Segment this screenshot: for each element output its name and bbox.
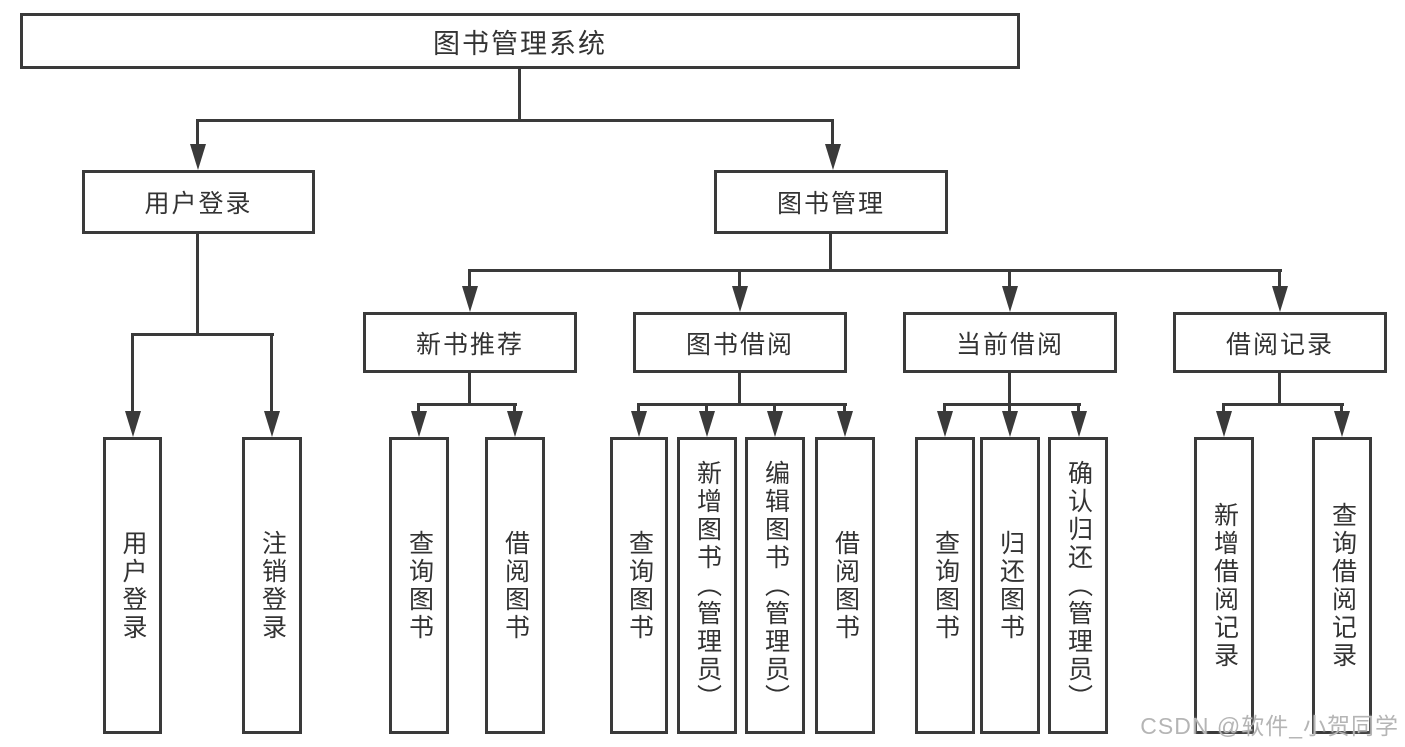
- connector-book-mgmt-trunk: [829, 234, 832, 272]
- connector-drop-new-books: [468, 269, 471, 289]
- node-borrow-books-1: 借阅图书: [485, 437, 545, 734]
- arrow-borrowing: [732, 286, 748, 312]
- connector-drop-return: [1008, 403, 1011, 413]
- connector-drop-query-1: [417, 403, 420, 413]
- connector-drop-borrow-1: [513, 403, 516, 413]
- node-new-book-recommend: 新书推荐: [363, 312, 577, 373]
- connector-drop-confirm-return: [1077, 403, 1080, 413]
- node-borrow-records: 借阅记录: [1173, 312, 1387, 373]
- connector-current-trunk: [1008, 373, 1011, 405]
- watermark-text: CSDN @软件_小贺同学: [1140, 713, 1399, 739]
- arrow-current: [1002, 286, 1018, 312]
- connector-drop-query-record: [1340, 403, 1343, 413]
- connector-records-rail: [1222, 403, 1344, 406]
- connector-drop-borrowing: [738, 269, 741, 289]
- connector-l3-rail: [468, 269, 1282, 272]
- node-borrow-books-2: 借阅图书: [815, 437, 875, 734]
- node-book-borrow: 图书借阅: [633, 312, 847, 373]
- node-add-borrow-record: 新增借阅记录: [1194, 437, 1254, 734]
- node-query-borrow-record: 查询借阅记录: [1312, 437, 1372, 734]
- connector-drop-query-2: [637, 403, 640, 413]
- connector-l2-rail: [196, 119, 834, 122]
- node-login: 用户登录: [103, 437, 162, 734]
- connector-new-books-trunk: [468, 373, 471, 405]
- connector-drop-login: [131, 333, 134, 413]
- arrow-borrow-2: [837, 411, 853, 437]
- arrow-edit-book: [767, 411, 783, 437]
- arrow-new-books: [462, 286, 478, 312]
- node-query-books-1: 查询图书: [389, 437, 449, 734]
- arrow-query-record: [1334, 411, 1350, 437]
- node-user-login: 用户登录: [82, 170, 315, 234]
- node-library-system: 图书管理系统: [20, 13, 1020, 69]
- connector-drop-user-login: [196, 119, 199, 145]
- arrow-add-book: [699, 411, 715, 437]
- connector-drop-logout: [270, 333, 273, 413]
- arrow-book-mgmt: [825, 144, 841, 170]
- connector-drop-book-mgmt: [831, 119, 834, 145]
- connector-user-login-rail: [131, 333, 274, 336]
- node-current-borrow: 当前借阅: [903, 312, 1117, 373]
- connector-drop-records: [1278, 269, 1281, 289]
- connector-records-trunk: [1278, 373, 1281, 405]
- connector-drop-current: [1008, 269, 1011, 289]
- arrow-query-1: [411, 411, 427, 437]
- connector-borrowing-trunk: [738, 373, 741, 405]
- arrow-query-2: [631, 411, 647, 437]
- arrow-return: [1002, 411, 1018, 437]
- arrow-login: [125, 411, 141, 437]
- node-add-book-admin: 新增图书（管理员）: [677, 437, 737, 734]
- arrow-records: [1272, 286, 1288, 312]
- connector-new-books-rail: [417, 403, 517, 406]
- arrow-query-3: [937, 411, 953, 437]
- arrow-user-login: [190, 144, 206, 170]
- arrow-confirm-return: [1071, 411, 1087, 437]
- arrow-add-record: [1216, 411, 1232, 437]
- node-query-books-2: 查询图书: [610, 437, 668, 734]
- node-return-book: 归还图书: [980, 437, 1040, 734]
- node-confirm-return-admin: 确认归还（管理员）: [1048, 437, 1108, 734]
- connector-current-rail: [943, 403, 1081, 406]
- connector-drop-borrow-2: [843, 403, 846, 413]
- node-logout: 注销登录: [242, 437, 302, 734]
- node-edit-book-admin: 编辑图书（管理员）: [745, 437, 805, 734]
- connector-drop-add-record: [1222, 403, 1225, 413]
- node-book-management: 图书管理: [714, 170, 948, 234]
- connector-borrowing-rail: [637, 403, 847, 406]
- connector-drop-edit-book: [773, 403, 776, 413]
- connector-drop-query-3: [943, 403, 946, 413]
- connector-drop-add-book: [705, 403, 708, 413]
- arrow-logout: [264, 411, 280, 437]
- arrow-borrow-1: [507, 411, 523, 437]
- node-query-books-3: 查询图书: [915, 437, 975, 734]
- connector-user-login-trunk: [196, 234, 199, 335]
- connector-root-trunk: [518, 68, 521, 122]
